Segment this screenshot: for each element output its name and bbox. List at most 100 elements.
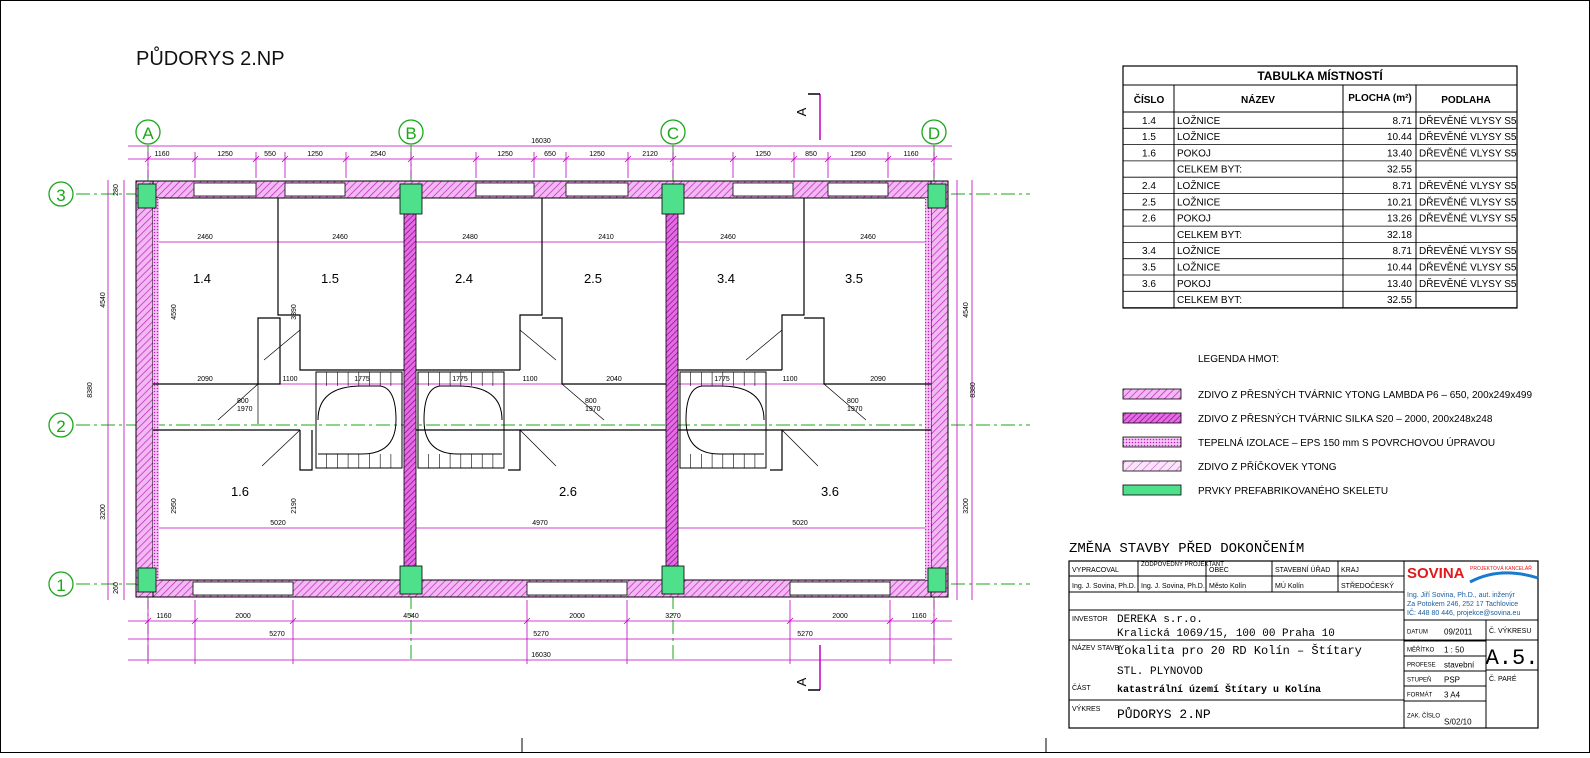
interior-partitions [153, 198, 931, 471]
room-name: POKOJ [1177, 279, 1211, 290]
svg-text:ZAK. ČÍSLO: ZAK. ČÍSLO [1407, 713, 1440, 720]
room-floor: DŘEVĚNÉ VLYSY S5 [1419, 244, 1517, 257]
dimension-label: 2460 [332, 234, 348, 241]
room-table-header: PODLAHA [1441, 95, 1490, 106]
dimension-lines [107, 145, 973, 661]
svg-text:OBEC: OBEC [1209, 567, 1229, 574]
svg-text:D: D [928, 124, 940, 143]
room-floor: DŘEVĚNÉ VLYSY S5 [1419, 114, 1517, 127]
svg-text:Ing. J. Sovina, Ph.D.: Ing. J. Sovina, Ph.D. [1141, 583, 1205, 590]
room-number: 1.4 [1142, 116, 1156, 127]
dimension-label: 1250 [589, 151, 605, 158]
room-floor: DŘEVĚNÉ VLYSY S5 [1419, 130, 1517, 143]
svg-text:Za Potokem 246, 252 17 Tachlov: Za Potokem 246, 252 17 Tachlovice [1407, 601, 1518, 608]
legend: LEGENDA HMOT: ZDIVO Z PŘESNÝCH TVÁRNIC Y… [1122, 354, 1532, 497]
company-logo-swoosh [1469, 571, 1539, 584]
dimension-label: 5270 [269, 631, 285, 638]
dimension-label: 1250 [755, 151, 771, 158]
room-floor: DŘEVĚNÉ VLYSY S5 [1419, 179, 1517, 192]
svg-text:KRAJ: KRAJ [1341, 567, 1359, 574]
room-label: 2.6 [559, 484, 577, 499]
room-label: 3.6 [821, 484, 839, 499]
room-area: 32.18 [1387, 230, 1412, 241]
room-floor: DŘEVĚNÉ VLYSY S5 [1419, 212, 1517, 225]
room-name: LOŽNICE [1177, 195, 1221, 208]
svg-text:Č. VÝKRESU: Č. VÝKRESU [1489, 626, 1531, 635]
dimension-label: 8380 [970, 382, 977, 398]
dimension-label: 1250 [497, 151, 513, 158]
svg-text:1970: 1970 [585, 406, 601, 413]
drawing-title: PŮDORYS 2.NP [136, 46, 285, 70]
room-table-row: 3.4 LOŽNICE 8.71 DŘEVĚNÉ VLYSY S5 [1142, 244, 1517, 257]
dimension-label: 1775 [354, 376, 370, 383]
room-floor: DŘEVĚNÉ VLYSY S5 [1419, 261, 1517, 274]
svg-text:MĚŘÍTKO: MĚŘÍTKO [1407, 646, 1435, 654]
title-block-field: STUPEŇ PSP [1407, 676, 1460, 685]
dimension-label: 2000 [832, 613, 848, 620]
dimension-label: 2460 [720, 234, 736, 241]
legend-title: LEGENDA HMOT: [1198, 354, 1279, 365]
svg-text:1: 1 [56, 576, 65, 595]
dimension-label: 4540 [100, 292, 107, 308]
svg-text:stavební: stavební [1444, 661, 1475, 670]
room-floor: DŘEVĚNÉ VLYSY S5 [1419, 277, 1517, 290]
investor-name: DEREKA s.r.o. [1117, 614, 1203, 626]
dimension-label: 5270 [533, 631, 549, 638]
svg-text:ZODPOVĚDNÝ PROJEKTANT: ZODPOVĚDNÝ PROJEKTANT [1141, 560, 1224, 568]
svg-text:PSP: PSP [1444, 676, 1460, 685]
dimension-label: 3270 [665, 613, 681, 620]
svg-text:800: 800 [585, 398, 597, 405]
room-name: LOŽNICE [1177, 244, 1221, 257]
dimension-label: 1160 [156, 613, 171, 620]
room-area: 8.71 [1393, 246, 1413, 257]
dimension-label: 1100 [522, 376, 537, 383]
room-number: 3.6 [1142, 279, 1156, 290]
dimension-label: 4540 [403, 613, 419, 620]
dimension-label: 260 [113, 582, 120, 594]
room-number: 3.5 [1142, 263, 1156, 274]
dimension-label: 4540 [963, 302, 970, 318]
room-number: 2.6 [1142, 214, 1156, 225]
svg-text:PROJEKTOVÁ KANCELÁŘ: PROJEKTOVÁ KANCELÁŘ [1470, 564, 1532, 572]
dimension-label: 1160 [903, 151, 918, 158]
dimension-label: 4590 [171, 304, 178, 320]
svg-text:B: B [405, 124, 416, 143]
svg-text:STUPEŇ: STUPEŇ [1407, 677, 1431, 684]
svg-text:3 A4: 3 A4 [1444, 691, 1461, 700]
svg-text:2: 2 [56, 417, 65, 436]
dimension-label: 2460 [197, 234, 213, 241]
dimension-label: 4970 [532, 520, 548, 527]
room-table-row: CELKEM BYT:32.55 [1177, 165, 1412, 176]
room-label: 2.5 [584, 271, 602, 286]
room-table-header: PLOCHA (m²) [1348, 93, 1412, 104]
room-number: 3.4 [1142, 246, 1156, 257]
dimension-label: 850 [805, 151, 817, 158]
room-number: 2.5 [1142, 197, 1156, 208]
dimension-label: 8380 [87, 382, 94, 398]
svg-text:A: A [794, 107, 809, 116]
dimension-label: 16030 [531, 138, 551, 145]
svg-text:800: 800 [847, 398, 859, 405]
room-name: LOŽNICE [1177, 261, 1221, 274]
room-area: 13.40 [1387, 279, 1412, 290]
grid-bubble-3: 3 [48, 181, 74, 207]
room-floor: DŘEVĚNÉ VLYSY S5 [1419, 195, 1517, 208]
title-block: VYPRACOVAL ZODPOVĚDNÝ PROJEKTANT OBEC ST… [1068, 560, 1539, 729]
svg-text:NÁZEV STAVBY: NÁZEV STAVBY [1072, 643, 1124, 652]
svg-text:800: 800 [237, 398, 249, 405]
grid-bubble-D: D [921, 119, 947, 145]
dimension-label: 2040 [606, 376, 622, 383]
room-name: LOŽNICE [1177, 130, 1221, 143]
svg-text:Město Kolín: Město Kolín [1209, 583, 1246, 590]
svg-text:A: A [794, 677, 809, 686]
room-table-header: ČÍSLO [1134, 93, 1165, 106]
